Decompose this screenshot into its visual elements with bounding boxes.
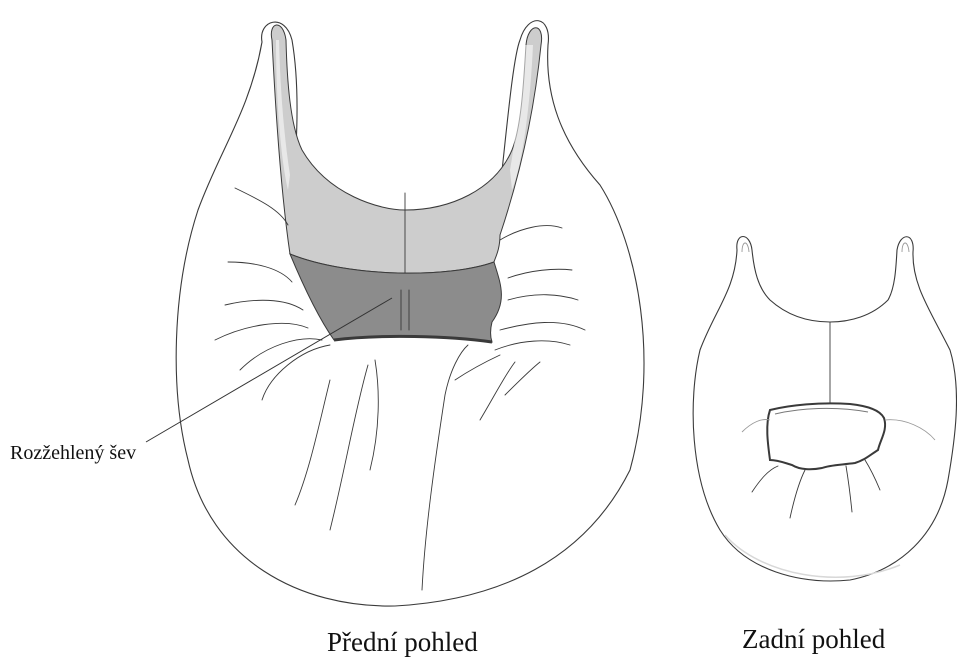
front-view xyxy=(146,21,644,606)
back-view xyxy=(693,237,956,581)
front-view-caption: Přední pohled xyxy=(327,627,478,657)
back-neckline xyxy=(742,243,909,252)
seam-annotation-label: Rozžehlený šev xyxy=(10,442,136,464)
back-view-caption: Zadní pohled xyxy=(742,624,886,654)
